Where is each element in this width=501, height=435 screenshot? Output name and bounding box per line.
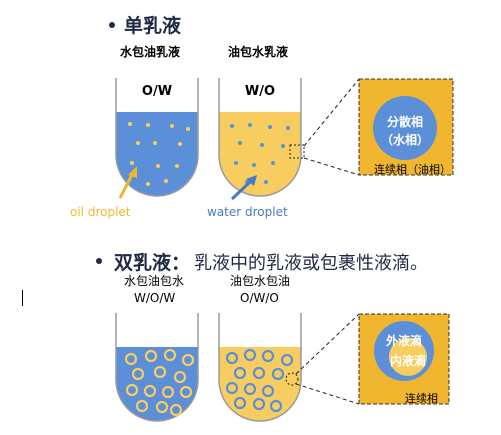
double-droplets-owo: [225, 348, 294, 413]
arrow-oil-droplet: [118, 166, 137, 199]
inset-single: [358, 78, 454, 176]
zoom-lines-double: [295, 313, 360, 405]
inset-double-caption: 连续相: [405, 392, 438, 405]
section-desc-double: 乳液中的乳液或包裹性液滴。: [194, 253, 428, 274]
label-owo-name: 油包水包油: [230, 274, 291, 288]
inset-single-caption: 连续相（油相）: [374, 163, 451, 176]
oil-droplets-ow: [128, 122, 190, 186]
inset-single-line2: （水相）: [380, 133, 429, 147]
label-ow-name: 水包油乳液: [120, 45, 181, 59]
oil-droplet-label: oil droplet: [70, 205, 131, 219]
inset-double: [358, 313, 450, 405]
water-droplets-wo: [230, 123, 290, 184]
tube-owo: [218, 313, 302, 422]
label-ow: O/W: [141, 84, 173, 99]
bullet-double: [96, 258, 102, 264]
section-title-double: 双乳液：: [114, 252, 191, 274]
double-droplets-wow: [124, 348, 195, 417]
section-title-single: 单乳液: [124, 15, 182, 37]
inset-single-line1: 分散相: [386, 115, 423, 129]
label-owo: O/W/O: [240, 291, 279, 305]
label-wow-name: 水包油包水: [124, 274, 185, 288]
inset-double-line2: 内液滴: [389, 354, 426, 368]
zoom-box-wo: [289, 144, 305, 159]
tube-wo: [218, 78, 305, 197]
bullet-single: [109, 22, 115, 28]
label-wo-name: 油包水乳液: [228, 45, 289, 59]
arrow-water-droplet: [230, 175, 257, 201]
label-wo: W/O: [244, 84, 276, 99]
zoom-circle-owo: [285, 372, 299, 386]
tube-wow: [115, 313, 199, 422]
text-cursor: [22, 290, 23, 306]
water-droplet-label: water droplet: [207, 205, 288, 219]
label-wow: W/O/W: [134, 291, 176, 305]
inset-double-line1: 外液滴: [385, 334, 422, 348]
zoom-lines-single: [303, 78, 360, 176]
